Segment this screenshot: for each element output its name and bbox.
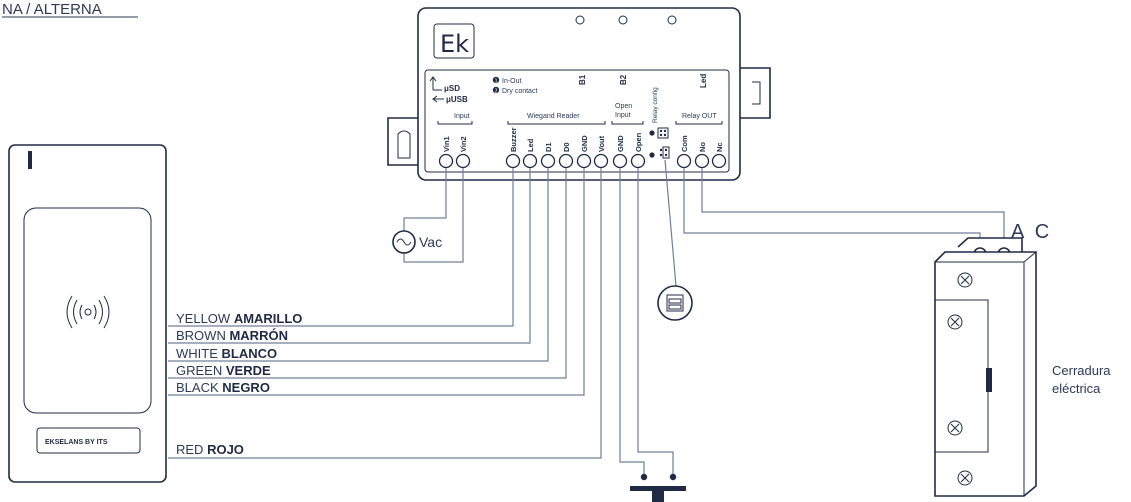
terminal-d1 [540, 153, 556, 169]
wire-label-green: GREEN VERDE [176, 363, 271, 378]
usb-arrow-icon [432, 95, 444, 103]
terminal-vin2 [455, 153, 471, 169]
terminal-vin1 [438, 153, 454, 169]
reader-window [23, 207, 152, 414]
reader-body [8, 144, 167, 483]
terminal-label-buzzer: Buzzer [509, 127, 518, 152]
wire-label-brown: BROWN MARRÓN [176, 328, 288, 343]
relay-out-group-label: Relay OUT [682, 113, 717, 120]
exit-push-button [630, 473, 686, 502]
wiegand-group-label: Wiegand Reader [527, 113, 580, 120]
legend-2-dot [492, 86, 500, 94]
terminal-label-d0: D0 [562, 142, 571, 152]
lock-latch [986, 368, 992, 392]
usd-arrow-icon [429, 76, 442, 91]
legend-1: In-Out [502, 78, 522, 85]
electric-lock: A C [934, 221, 1049, 497]
wire-labels: YELLOW AMARILLO BROWN MARRÓN WHITE BLANC… [176, 311, 302, 457]
card-reader: EKSELANS BY ITS [8, 144, 167, 483]
controller-body [417, 7, 741, 181]
reader-brand: EKSELANS BY ITS [45, 439, 108, 446]
terminal-label-vin1: Vin1 [442, 136, 451, 152]
terminal-buzzer [505, 153, 521, 169]
ek-logo-box [433, 23, 475, 59]
terminal-gnd [576, 153, 592, 169]
wire-label-white: WHITE BLANCO [176, 346, 277, 361]
usb-label: μUSB [446, 95, 468, 104]
b1-label: B1 [578, 74, 587, 85]
terminal-nc [711, 153, 727, 169]
terminal-label-vout: Vout [597, 135, 606, 152]
controller-module: Ek μSD μUSB 1 In-Out 2 Dry contact B1 B2… [387, 7, 771, 181]
rfid-icon [66, 295, 110, 329]
wires [168, 159, 1005, 474]
ac-source-label: Vac [419, 234, 442, 250]
terminal-label-nc: Nc [715, 142, 724, 152]
terminal-label-vin2: Vin2 [459, 136, 468, 152]
b2-label: B2 [619, 74, 628, 85]
lock-screw-icon [957, 272, 973, 288]
terminal-no [694, 153, 710, 169]
jumper-1-icon [657, 127, 669, 139]
lock-screw-icon [947, 420, 963, 436]
left-bracket-slot [397, 130, 411, 159]
terminal-led [522, 153, 538, 169]
top-hole [575, 15, 585, 25]
led-header-label: Led [699, 74, 708, 88]
wire-label-black: BLACK NEGRO [176, 380, 270, 395]
legend-2: Dry contact [502, 88, 537, 95]
reader-led [28, 151, 32, 169]
terminal-open [630, 153, 646, 169]
relay-config-label: Relay config [652, 87, 659, 123]
terminal-label-led: Led [526, 138, 535, 152]
terminal-d0 [558, 153, 574, 169]
top-hole [618, 15, 628, 25]
terminal-com [676, 153, 692, 169]
terminal-label-gnd: GND [580, 135, 589, 152]
legend-1-dot [492, 76, 500, 84]
mode-label: NA / ALTERNA [2, 1, 102, 18]
terminal-label-open: Open [634, 132, 643, 152]
ek-logo: Ek [440, 30, 469, 58]
top-hole [667, 15, 677, 25]
terminal-label-d1: D1 [544, 142, 553, 152]
svg-text:1: 1 [495, 79, 498, 85]
right-bracket [738, 67, 771, 119]
input-group-label: Input [454, 113, 470, 120]
terminal-vout [593, 153, 609, 169]
terminal-panel [424, 69, 730, 173]
jumper-callout-icon [666, 294, 684, 312]
svg-text:2: 2 [495, 89, 498, 95]
wire-label-red: RED ROJO [176, 442, 244, 457]
terminal-label-com: Com [680, 135, 689, 152]
lock-screw-icon [957, 470, 973, 486]
terminal-gnd [612, 153, 628, 169]
usd-label: μSD [444, 84, 460, 93]
reader-brand-plate [36, 427, 141, 454]
terminal-label-no: No [698, 142, 707, 152]
right-bracket-slot [752, 81, 761, 105]
lock-screw-icon [947, 314, 963, 330]
wire-label-yellow: YELLOW AMARILLO [176, 311, 302, 326]
terminal-strip: Vin1 Vin2 Buzzer Led D1 D0 GND Vout GND Open Com No… [438, 127, 727, 169]
terminal-label-gnd: GND [616, 135, 625, 152]
jumper-2-icon [662, 146, 670, 159]
lock-body [934, 251, 1037, 497]
